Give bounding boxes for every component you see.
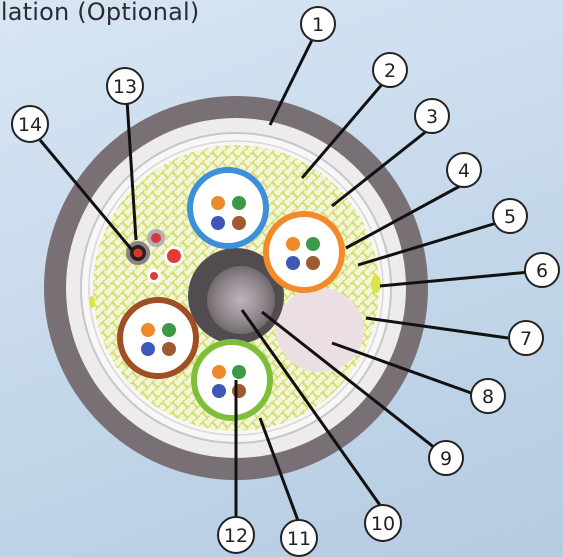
pink-element [276,288,364,372]
pair-group-brown [117,297,199,379]
leader-lines [38,39,531,527]
callout-1-label: 1 [312,14,324,36]
pair-group-blue [187,167,269,249]
leader-9 [261,310,441,454]
pair-group-orange [263,211,345,293]
callout-9-label: 9 [440,448,452,470]
callout-10: 10 [364,504,402,542]
ripcord-marker [371,275,381,293]
callout-14: 14 [11,105,49,143]
leader-4 [345,184,461,250]
callout-6: 6 [524,252,560,288]
leader-7 [365,316,509,340]
center-member-core [207,266,275,334]
small-conductor-group [126,229,184,283]
callout-10-label: 10 [371,513,395,535]
callout-13-label: 13 [113,76,137,98]
leader-1 [268,39,314,126]
callout-11-label: 11 [287,528,311,550]
callout-3-label: 3 [426,106,438,128]
callout-7-label: 7 [520,328,532,350]
callout-2: 2 [372,52,408,88]
leader-14 [38,139,134,251]
callout-14-label: 14 [18,114,42,136]
caption-text: ılation (Optional) [0,0,200,26]
callout-2-label: 2 [384,60,396,82]
leader-10 [240,309,384,509]
callout-5: 5 [492,198,528,234]
leader-6 [379,270,531,288]
pair-group-green [191,339,273,421]
ripcord-marker-left [89,296,95,308]
callout-13: 13 [106,67,144,105]
leader-2 [300,81,386,179]
leader-3 [331,128,429,208]
leader-11 [258,417,302,527]
callout-6-label: 6 [536,260,548,282]
leader-5 [357,220,501,267]
callout-1: 1 [300,6,336,42]
callouts: 1 2 3 4 5 6 7 8 9 10 11 12 13 14 [11,6,560,557]
callout-4: 4 [446,152,482,188]
callout-9: 9 [428,440,464,476]
callout-4-label: 4 [458,160,470,182]
callout-3: 3 [414,98,450,134]
callout-11: 11 [280,519,318,557]
callout-8-label: 8 [482,386,494,408]
callout-12-label: 12 [224,525,248,547]
callout-8: 8 [470,378,506,414]
callout-7: 7 [508,320,544,356]
leader-8 [331,341,475,396]
callout-12: 12 [217,516,255,554]
callout-5-label: 5 [504,206,516,228]
leader-13 [125,99,138,241]
